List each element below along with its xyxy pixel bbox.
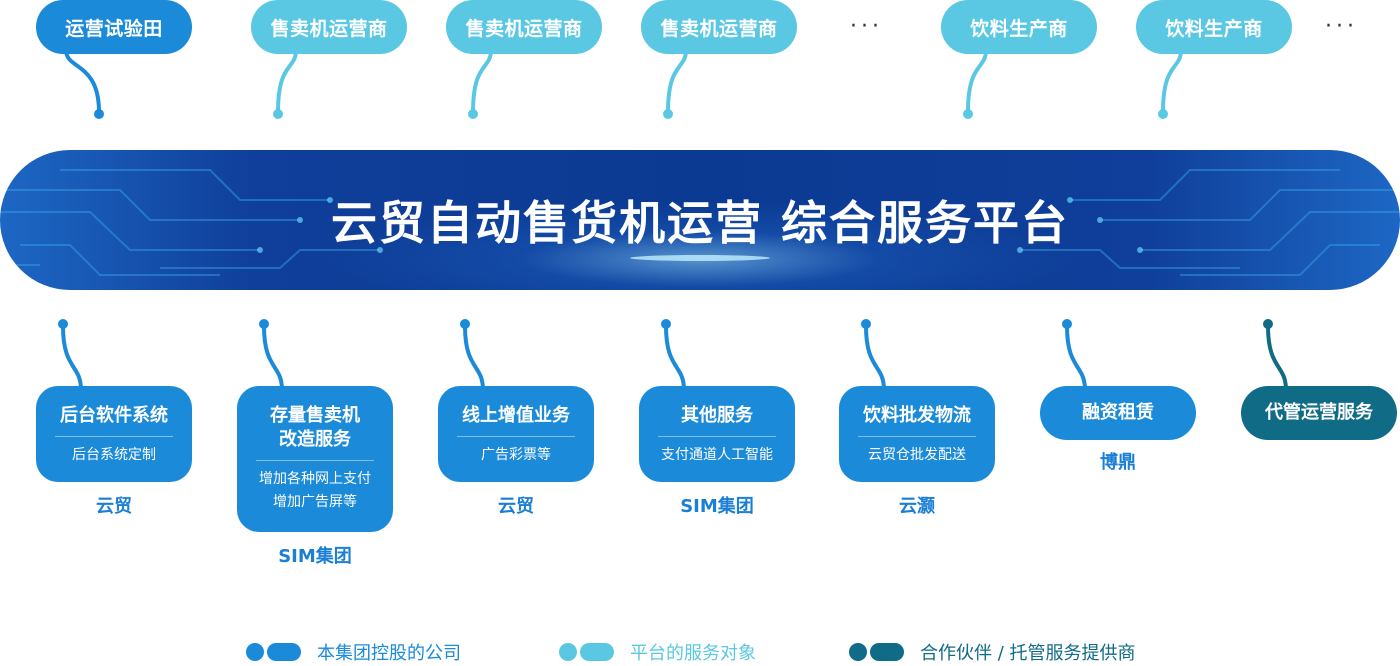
top-node-label: 售卖机运营商 [641, 0, 797, 54]
divider [256, 460, 374, 461]
node-connector [259, 319, 284, 391]
service-title: 代管运营服务 [1265, 402, 1373, 423]
top-node-label: 饮料生产商 [1136, 0, 1292, 54]
service-desc: 广告彩票等 [481, 447, 551, 463]
node-connector [468, 49, 493, 119]
legend-label: 合作伙伴 / 托管服务提供商 [920, 643, 1136, 664]
legend-item-own: 本集团控股的公司 [245, 638, 461, 666]
ellipsis: ··· [850, 14, 883, 39]
service-desc: 后台系统定制 [72, 447, 156, 463]
node-connector [1263, 319, 1288, 391]
divider [858, 436, 976, 437]
top-node-0: 运营试验田 [36, 0, 192, 120]
owner-label: 云贸 [498, 496, 534, 517]
legend-item-client: 平台的服务对象 [558, 638, 756, 666]
node-connector [64, 49, 104, 119]
node-connector [861, 319, 886, 391]
node-connector [58, 319, 83, 391]
node-connector [661, 319, 686, 391]
top-node-label: 售卖机运营商 [251, 0, 407, 54]
service-card: 融资租赁 [1040, 386, 1196, 440]
legend-label: 本集团控股的公司 [317, 643, 461, 664]
node-connector [963, 49, 988, 119]
service-desc: 支付通道人工智能 [661, 447, 773, 463]
top-node-label: 饮料生产商 [941, 0, 1097, 54]
legend-item-partner: 合作伙伴 / 托管服务提供商 [848, 638, 1136, 666]
legend-swatch [559, 643, 614, 661]
service-title: 饮料批发物流 [863, 405, 971, 426]
node-connector [663, 49, 688, 119]
service-title: 后台软件系统 [60, 405, 168, 426]
service-title: 线上增值业务 [462, 405, 570, 426]
circuit-pattern [0, 169, 1400, 276]
node-connector [1062, 319, 1087, 391]
platform-title: 云贸自动售货机运营 综合服务平台 [330, 196, 1069, 250]
service-desc: 云贸仓批发配送 [868, 447, 966, 463]
owner-label: 博鼎 [1100, 452, 1136, 473]
node-connector [460, 319, 485, 391]
top-node-2: 售卖机运营商 [446, 0, 602, 120]
service-card: 饮料批发物流 云贸仓批发配送 [839, 386, 995, 482]
service-card: 代管运营服务 [1241, 386, 1397, 440]
divider [658, 436, 776, 437]
node-connector [1158, 49, 1183, 119]
service-card: 后台软件系统 后台系统定制 [36, 386, 192, 482]
top-node-label: 售卖机运营商 [446, 0, 602, 54]
legend-label: 平台的服务对象 [630, 643, 756, 664]
service-title: 存量售卖机 改造服务 [270, 405, 360, 450]
divider [55, 436, 173, 437]
top-node-label: 运营试验田 [36, 0, 192, 54]
ellipsis: ··· [1325, 14, 1358, 39]
service-desc: 增加各种网上支付 增加广告屏等 [259, 471, 371, 510]
top-node-4: 饮料生产商 [941, 0, 1097, 120]
owner-label: SIM集团 [278, 546, 352, 567]
legend-swatch [849, 643, 904, 661]
service-card: 线上增值业务 广告彩票等 [438, 386, 594, 482]
legend-swatch [246, 643, 301, 661]
service-title: 其他服务 [681, 405, 753, 426]
owner-label: SIM集团 [680, 496, 754, 517]
owner-label: 云灏 [899, 496, 935, 517]
owner-label: 云贸 [96, 496, 132, 517]
service-card: 存量售卖机 改造服务 增加各种网上支付 增加广告屏等 [237, 386, 393, 532]
node-connector [273, 49, 298, 119]
top-node-5: 饮料生产商 [1136, 0, 1292, 120]
divider [457, 436, 575, 437]
service-title: 融资租赁 [1082, 402, 1154, 423]
top-node-1: 售卖机运营商 [251, 0, 407, 120]
platform-banner: 云贸自动售货机运营 综合服务平台 [0, 150, 1400, 290]
service-card: 其他服务 支付通道人工智能 [639, 386, 795, 482]
top-node-3: 售卖机运营商 [641, 0, 797, 120]
